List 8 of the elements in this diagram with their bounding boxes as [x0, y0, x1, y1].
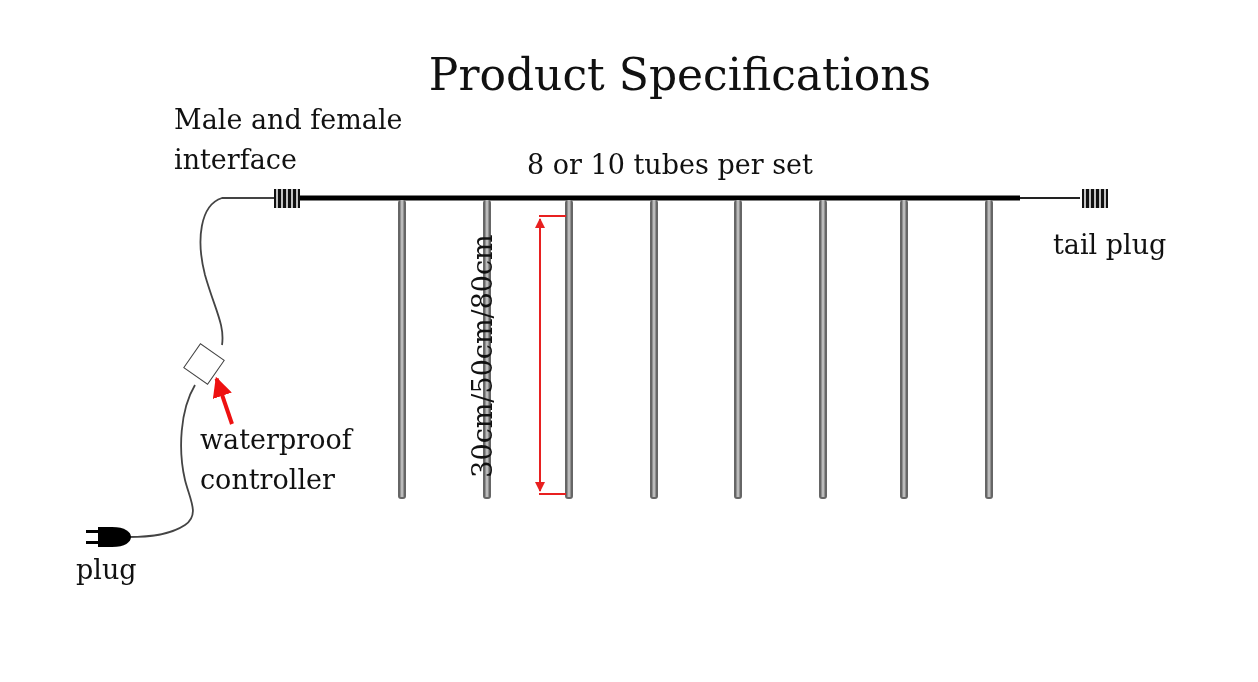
title: Product Specifications: [427, 48, 933, 102]
part-label: tail plug: [1053, 228, 1168, 262]
part-label: Male and female interface: [174, 103, 404, 177]
part-label: 8 or 10 tubes per set: [527, 148, 814, 182]
dimension-label: 30cm/50cm/80cm: [466, 233, 499, 480]
leader-arrow: [212, 376, 234, 425]
callout-text: waterproof controller: [200, 420, 375, 500]
part-label: plug: [76, 553, 138, 587]
